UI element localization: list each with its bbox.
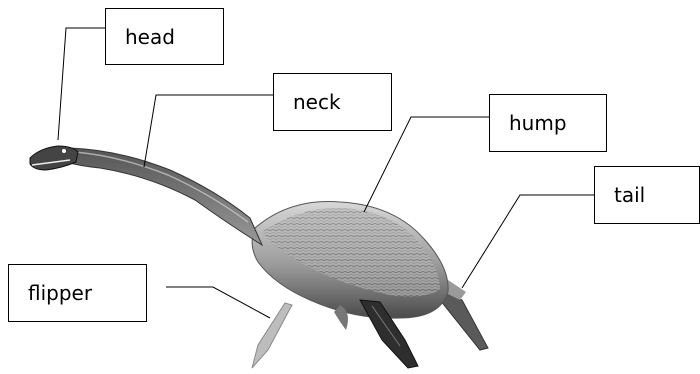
- label-flipper-text: flipper: [28, 283, 92, 303]
- leader-line-hump: [364, 117, 489, 212]
- label-tail: tail: [594, 166, 700, 224]
- head-shape: [30, 146, 78, 170]
- plesiosaur-illustration: [30, 146, 488, 368]
- label-hump-text: hump: [509, 113, 567, 133]
- label-neck: neck: [273, 73, 392, 131]
- leader-line-head: [58, 28, 105, 140]
- label-head: head: [105, 8, 224, 65]
- neck-shape: [66, 148, 262, 245]
- label-neck-text: neck: [293, 92, 341, 112]
- rear-far-flipper: [252, 303, 292, 368]
- label-flipper: flipper: [8, 264, 147, 322]
- label-head-text: head: [125, 27, 175, 47]
- leader-line-neck: [144, 95, 273, 167]
- label-hump: hump: [489, 94, 607, 152]
- label-tail-text: tail: [614, 185, 645, 205]
- leader-line-flipper: [166, 287, 270, 318]
- leader-line-tail: [462, 195, 594, 288]
